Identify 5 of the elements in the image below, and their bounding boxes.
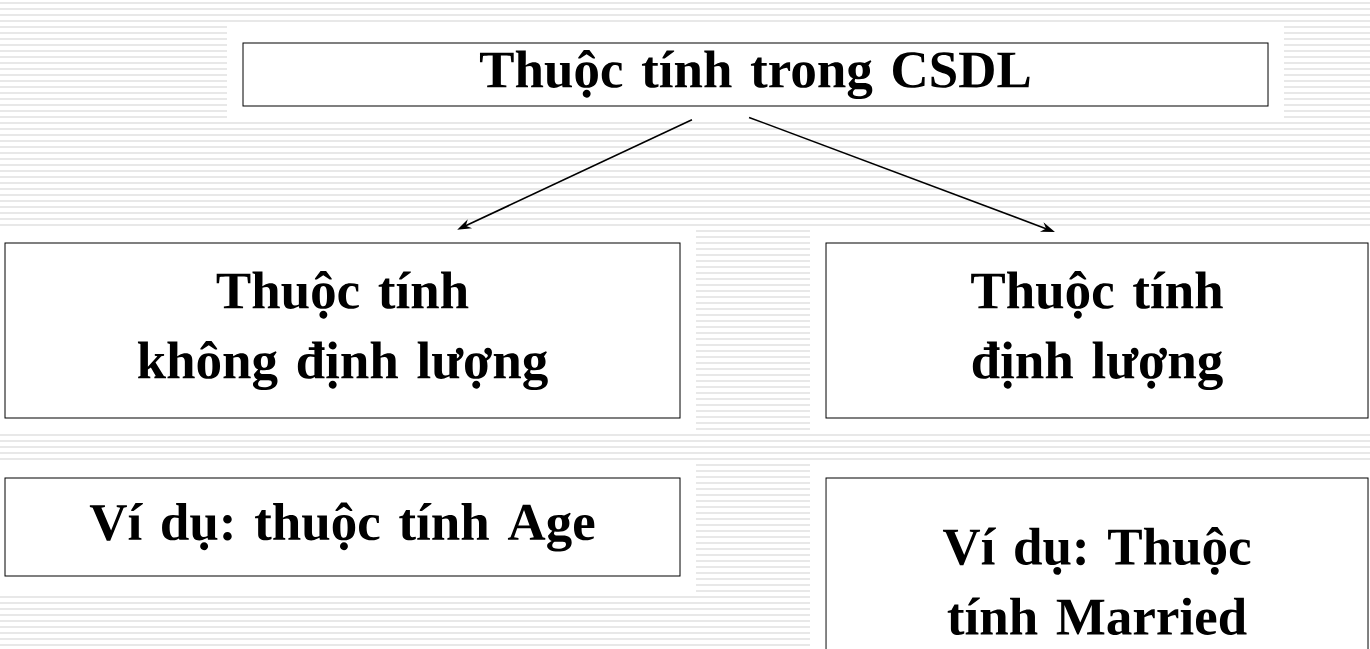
text-box: Ví dụ: Thuộc tính Married bbox=[825, 477, 1369, 649]
text-box: Ví dụ: thuộc tính Age bbox=[4, 477, 681, 577]
text-box: Thuộc tính trong CSDL bbox=[242, 42, 1269, 107]
text-box: Thuộc tính không định lượng bbox=[4, 242, 681, 419]
text-box: Thuộc tính định lượng bbox=[825, 242, 1369, 419]
